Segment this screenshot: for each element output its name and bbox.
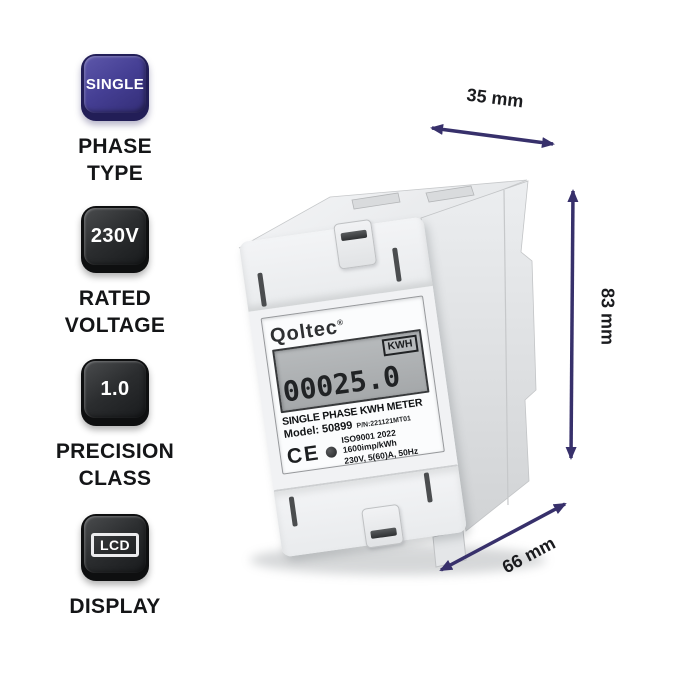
lcd-badge: LCD	[81, 514, 149, 581]
voltage-badge: 230V	[81, 206, 149, 273]
seal-clip-slot	[340, 229, 368, 242]
feature-rated-voltage: 230V RATED VOLTAGE	[40, 206, 190, 339]
feature-label-line: TYPE	[86, 162, 144, 185]
registered-trademark: ®	[336, 317, 345, 328]
precision-badge: 1.0	[81, 359, 149, 426]
lcd-unit-label: KWH	[381, 334, 419, 357]
latch-slot	[423, 472, 433, 503]
badge-text: SINGLE	[85, 76, 145, 93]
ce-mark: CE	[285, 441, 322, 470]
feature-label-line: PRECISION	[55, 440, 175, 463]
meter-label: Qoltec® KWH 00025.0 SINGLE PHASE KWH MET…	[260, 295, 445, 475]
height-dimension-label: 83 mm	[597, 287, 618, 346]
lcd-badge-text: LCD	[91, 532, 139, 557]
top-knockout-left	[351, 192, 401, 210]
feature-label-line: RATED	[78, 287, 152, 310]
badge-text: 230V	[90, 225, 140, 247]
seal-clip-top	[333, 218, 378, 270]
feature-precision-class: 1.0 PRECISION CLASS	[40, 359, 190, 492]
feature-label-line: CLASS	[78, 467, 152, 490]
latch-slot	[257, 272, 267, 307]
latch-slot	[392, 247, 402, 282]
height-dimension-arrow	[565, 189, 579, 460]
feature-label-line: PHASE	[78, 135, 152, 158]
feature-label-line: DISPLAY	[69, 595, 161, 618]
feature-lcd-display: LCD DISPLAY	[40, 514, 190, 620]
feature-phase-type: SINGLE PHASE TYPE	[40, 54, 190, 187]
seal-dot	[325, 445, 338, 459]
depth-dimension-arrow	[439, 502, 567, 572]
meter-face: Qoltec® KWH 00025.0 SINGLE PHASE KWH MET…	[248, 285, 459, 493]
seal-clip-slot	[370, 527, 398, 539]
side-panel-seam	[503, 189, 509, 506]
single-phase-badge: SINGLE	[81, 54, 149, 121]
badge-text: 1.0	[100, 378, 130, 400]
seal-clip-bottom	[361, 503, 405, 549]
latch-slot	[288, 496, 298, 527]
top-knockout-right	[425, 185, 475, 203]
feature-label-line: VOLTAGE	[64, 314, 166, 337]
width-dimension-arrow	[430, 123, 555, 149]
